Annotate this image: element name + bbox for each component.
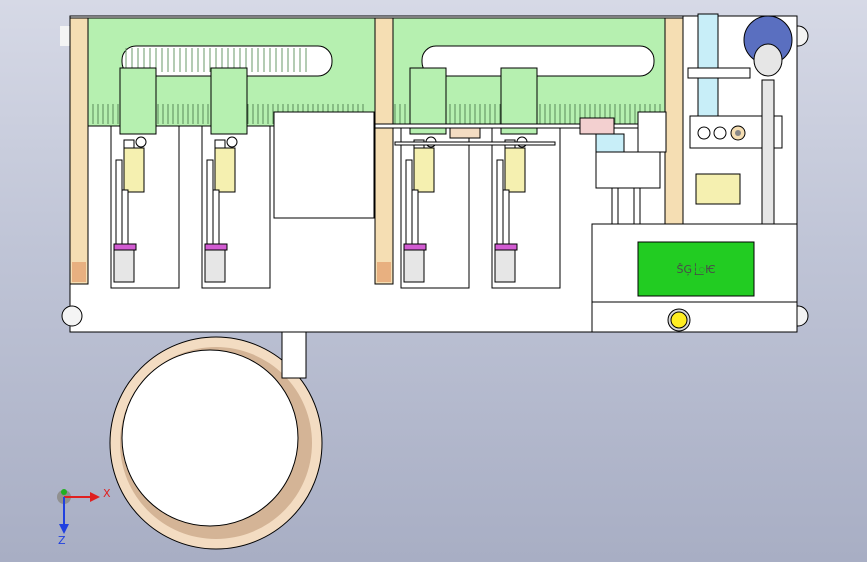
post-right — [664, 17, 684, 225]
lcd-display: Ŝ͂Ģ┆꯭Ѥ — [637, 241, 755, 297]
post-left — [69, 17, 89, 285]
dispenser-module-3[interactable] — [400, 67, 470, 289]
start-button[interactable] — [667, 308, 691, 332]
lcd-text: Ŝ͂Ģ┆꯭Ѥ — [676, 263, 715, 276]
lift-block — [595, 111, 667, 227]
slot-comb — [125, 48, 307, 72]
cable-ring — [109, 336, 323, 550]
axis-z-label: Z — [58, 534, 66, 547]
coordinate-triad: X Z — [57, 487, 111, 547]
dispenser-module-1[interactable] — [110, 67, 180, 289]
rail-crossbar — [374, 117, 666, 153]
axis-x-label: X — [103, 487, 111, 500]
center-block — [273, 111, 375, 219]
foot-bottom-left — [61, 305, 83, 327]
dispenser-module-2[interactable] — [201, 67, 271, 289]
post-middle — [374, 17, 394, 285]
pressure-bulb — [743, 15, 793, 77]
